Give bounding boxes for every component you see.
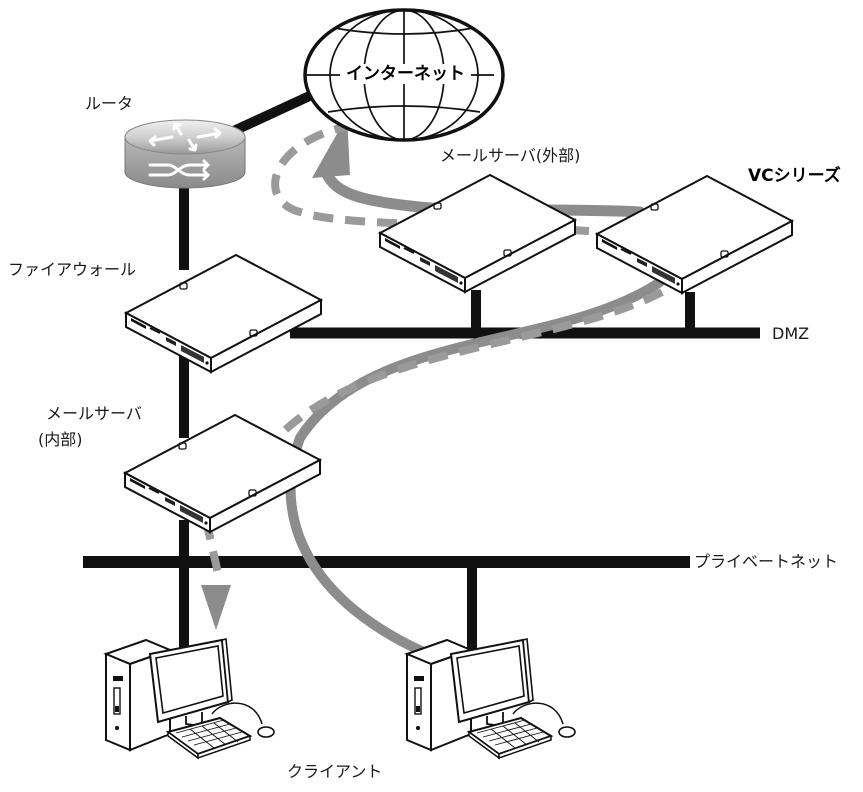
vc-series-label: VCシリーズ bbox=[748, 166, 841, 186]
router bbox=[125, 120, 245, 188]
vc-series-server bbox=[597, 176, 792, 293]
client-pc-right bbox=[407, 639, 575, 758]
mail-server-external-label: メールサーバ(外部) bbox=[440, 146, 580, 165]
mail-server-internal-sublabel: (内部) bbox=[38, 430, 83, 449]
private-net-label: プライベートネット bbox=[694, 552, 838, 571]
internet-label: インターネット bbox=[340, 64, 471, 84]
firewall-server bbox=[126, 255, 321, 372]
client-pc-left bbox=[106, 639, 274, 758]
mail-server-external bbox=[380, 175, 575, 292]
firewall-label: ファイアウォール bbox=[8, 260, 136, 279]
arrow-to-client bbox=[201, 585, 231, 630]
router-label: ルータ bbox=[85, 94, 133, 113]
dmz-label: DMZ bbox=[772, 324, 809, 343]
client-label: クライアント bbox=[287, 762, 382, 781]
mail-server-internal-label: メールサーバ bbox=[46, 404, 142, 423]
